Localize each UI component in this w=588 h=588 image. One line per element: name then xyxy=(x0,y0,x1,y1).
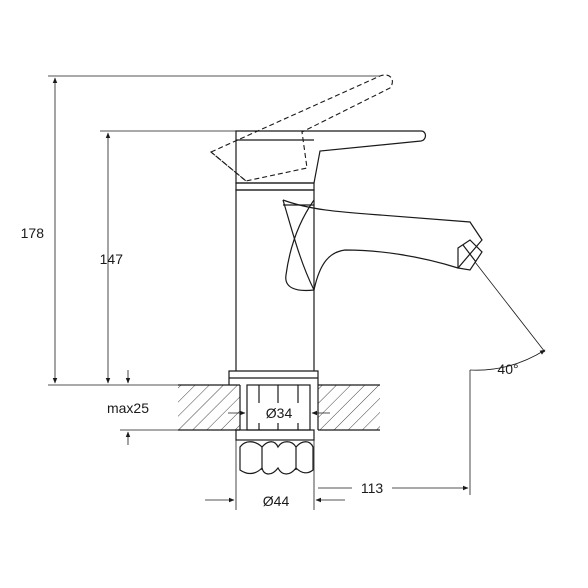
dim-total-height xyxy=(48,75,380,386)
mounting-fitting xyxy=(235,384,315,475)
label-total-height: 178 xyxy=(21,225,45,241)
handle-raised-dashed xyxy=(209,74,393,182)
label-inner-diameter: Ø34 xyxy=(266,405,293,421)
dim-spray-angle xyxy=(469,261,546,371)
handle-lowered xyxy=(235,130,427,184)
label-reach: 113 xyxy=(361,480,384,496)
label-max-thickness: max25 xyxy=(107,400,149,416)
countertop-section xyxy=(178,384,380,431)
faucet-body xyxy=(228,182,319,385)
label-outer-diameter: Ø44 xyxy=(263,493,290,509)
dim-outer-diameter xyxy=(205,440,345,510)
dim-max-thickness xyxy=(120,370,178,445)
label-spray-angle: 40° xyxy=(497,361,518,377)
spout xyxy=(282,199,483,291)
label-spout-height: 147 xyxy=(100,251,124,267)
dim-reach xyxy=(318,370,471,495)
dim-spout-height xyxy=(100,130,236,384)
